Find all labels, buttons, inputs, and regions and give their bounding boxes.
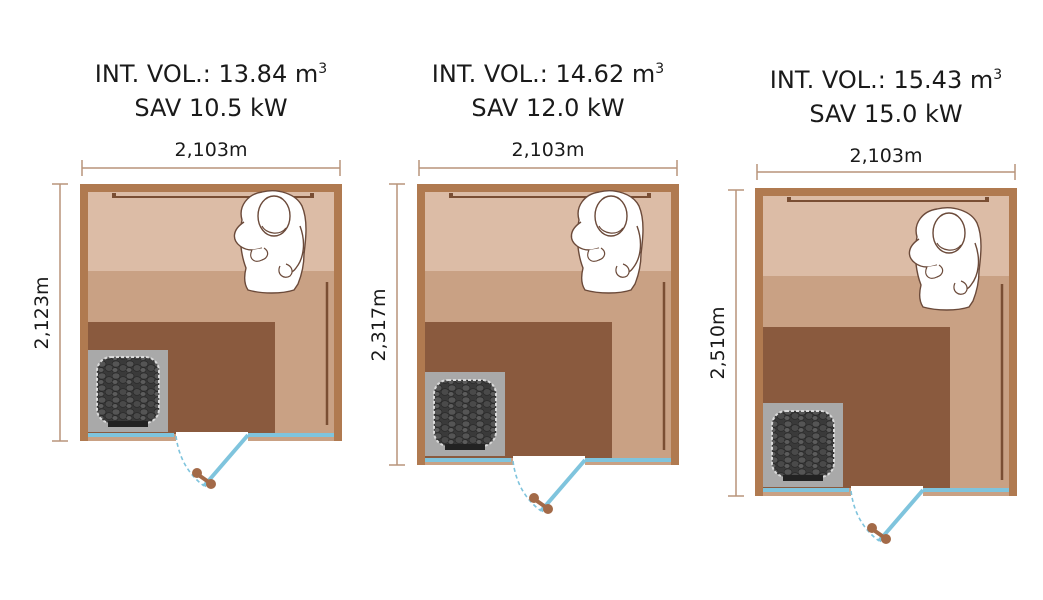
heater-stones [96,356,160,424]
door-swing-arc [850,490,880,542]
door-panel [539,458,587,513]
volume-unit: m [294,60,319,88]
volume-unit: m [969,66,994,94]
sauna-1-title: INT. VOL.: 13.84 m3 SAV 10.5 kW [86,57,336,125]
volume-value: 13.84 [218,60,288,88]
volume-value: 14.62 [555,60,625,88]
person-figure [233,190,307,294]
volume-unit: m [631,60,656,88]
person-figure [570,190,644,294]
volume-exponent: 3 [655,61,665,77]
person-figure [908,207,982,311]
power-rating: SAV 12.0 kW [471,94,625,122]
sauna-3-plan: 2,103m 2,510m [707,145,1017,546]
volume-value: 15.43 [893,66,963,94]
volume-label: INT. VOL.: [94,60,211,88]
heater-stones [771,410,835,478]
volume-exponent: 3 [318,61,328,77]
volume-exponent: 3 [993,67,1003,83]
width-label: 2,103m [512,139,585,161]
width-label: 2,103m [850,145,923,167]
heater-stones [433,379,497,447]
door-panel [877,488,925,543]
depth-label: 2,123m [31,277,53,350]
volume-label: INT. VOL.: [769,66,886,94]
power-rating: SAV 10.5 kW [134,94,288,122]
sauna-2-title: INT. VOL.: 14.62 m3 SAV 12.0 kW [423,57,673,125]
volume-label: INT. VOL.: [431,60,548,88]
door-panel [202,433,250,488]
sauna-2-plan: 2,103m 2,317m [368,139,679,516]
width-label: 2,103m [175,139,248,161]
power-rating: SAV 15.0 kW [809,100,963,128]
door-swing-arc [175,435,205,487]
door-swing-arc [512,460,542,512]
sauna-1-plan: 2,103m 2,123m [31,139,342,491]
depth-label: 2,510m [707,307,729,380]
depth-label: 2,317m [368,289,390,362]
sauna-3-title: INT. VOL.: 15.43 m3 SAV 15.0 kW [761,63,1011,131]
